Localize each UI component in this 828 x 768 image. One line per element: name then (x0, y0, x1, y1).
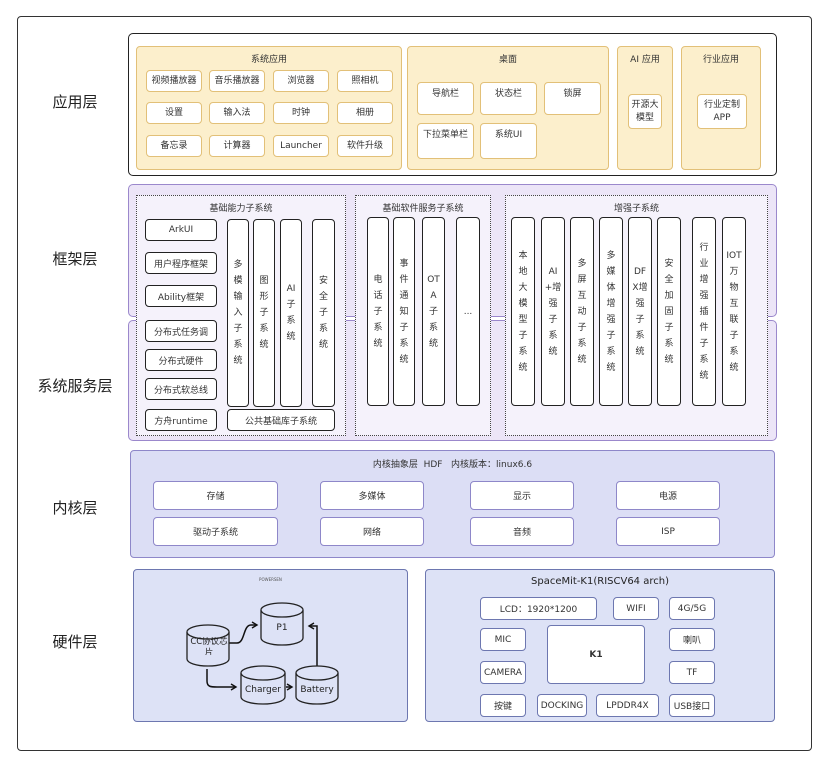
block-local-llm[interactable]: 本地大模型子系统 (511, 217, 535, 406)
app-notes[interactable]: 备忘录 (146, 135, 202, 157)
desktop-group: 桌面 导航栏 状态栏 锁屏 下拉菜单栏 系统UI (407, 46, 609, 170)
cc-node-label: CC协议芯片 (190, 637, 228, 655)
app-camera[interactable]: 照相机 (337, 70, 393, 92)
basic-capability-title: 基础能力子系统 (209, 204, 273, 214)
desktop-system-ui[interactable]: 系统UI (480, 123, 537, 159)
charger-node-label: Charger (245, 685, 281, 695)
block-ability-framework[interactable]: Ability框架 (145, 285, 217, 307)
block-graphics[interactable]: 图形子系统 (253, 219, 275, 407)
layer-label-framework: 框架层 (52, 250, 98, 268)
block-security[interactable]: 安全子系统 (312, 219, 335, 407)
desktop-navigation-bar[interactable]: 导航栏 (417, 82, 474, 115)
block-multimodal-input[interactable]: 多模输入子系统 (227, 219, 249, 407)
battery-node (295, 665, 339, 705)
hw-camera[interactable]: CAMERA (480, 661, 526, 684)
block-common-base-library[interactable]: 公共基础库子系统 (227, 409, 335, 431)
app-browser[interactable]: 浏览器 (273, 70, 329, 92)
block-ota[interactable]: OTA子系统 (422, 217, 445, 406)
block-ai-subsystem[interactable]: AI子系统 (280, 219, 302, 407)
enhanced-title: 增强子系统 (613, 204, 659, 214)
block-security-hardening[interactable]: 安全加固子系统 (657, 217, 681, 406)
layer-label-kernel: 内核层 (52, 499, 98, 517)
kernel-multimedia[interactable]: 多媒体 (320, 481, 424, 510)
industry-apps-title: 行业应用 (702, 55, 739, 65)
desktop-title: 桌面 (498, 55, 517, 65)
block-distributed-hardware[interactable]: 分布式硬件 (145, 349, 217, 371)
battery-node-label: Battery (300, 685, 334, 695)
ai-apps-title: AI 应用 (630, 55, 660, 65)
app-input-method[interactable]: 输入法 (209, 102, 265, 124)
basic-software-title: 基础软件服务子系统 (382, 204, 464, 214)
system-apps-title: 系统应用 (250, 55, 287, 65)
power-diagram (186, 602, 339, 705)
block-distributed-softbus[interactable]: 分布式软总线 (145, 378, 217, 400)
hw-k1-chip[interactable]: K1 (547, 625, 645, 684)
block-multimedia-enhanced[interactable]: 多媒体增强子系统 (599, 217, 623, 406)
cc-protocol-chip-node (186, 624, 230, 667)
kernel-title: 内核抽象层 HDF 内核版本：linux6.6 (372, 460, 533, 470)
app-settings[interactable]: 设置 (146, 102, 202, 124)
block-multiscreen[interactable]: 多屏互动子系统 (570, 217, 594, 406)
kernel-driver-subsystem[interactable]: 驱动子系统 (153, 517, 278, 546)
app-software-update[interactable]: 软件升级 (337, 135, 393, 157)
block-dfx-enhanced[interactable]: DFX增强子系统 (628, 217, 652, 406)
layer-label-app: 应用层 (52, 93, 98, 111)
block-event-notification[interactable]: 事件通知子系统 (393, 217, 415, 406)
charger-node (240, 665, 286, 705)
hw-speaker[interactable]: 喇叭 (669, 628, 715, 651)
industry-apps-group: 行业应用 行业定制APP (681, 46, 761, 170)
block-telephony[interactable]: 电话子系统 (367, 217, 389, 406)
layer-label-hardware: 硬件层 (52, 633, 98, 651)
power-title: POWERSEN (259, 577, 282, 582)
arrow-cc-to-p1 (229, 621, 259, 644)
hw-tf[interactable]: TF (669, 661, 715, 684)
hw-button[interactable]: 按键 (480, 694, 526, 717)
hw-wifi[interactable]: WIFI (613, 597, 659, 620)
app-gallery[interactable]: 相册 (337, 102, 393, 124)
block-distributed-scheduler[interactable]: 分布式任务调 (145, 320, 217, 342)
app-launcher[interactable]: Launcher (273, 135, 329, 157)
kernel-isp[interactable]: ISP (616, 517, 720, 546)
arrow-battery-to-p1 (307, 622, 318, 672)
hw-mic[interactable]: MIC (480, 628, 526, 651)
kernel-power[interactable]: 电源 (616, 481, 720, 510)
app-music-player[interactable]: 音乐播放器 (209, 70, 265, 92)
ai-apps-group: AI 应用 开源大模型 (617, 46, 673, 170)
kernel-display[interactable]: 显示 (470, 481, 574, 510)
desktop-status-bar[interactable]: 状态栏 (480, 82, 537, 115)
kernel-audio[interactable]: 音频 (470, 517, 574, 546)
app-clock[interactable]: 时钟 (273, 102, 329, 124)
p1-node (260, 602, 304, 646)
p1-node-label: P1 (276, 623, 288, 633)
hw-lcd[interactable]: LCD：1920*1200 (480, 597, 597, 620)
block-ai-plus[interactable]: AI+增强子系统 (541, 217, 565, 406)
hw-docking[interactable]: DOCKING (537, 694, 587, 717)
soc-title: SpaceMit-K1(RISCV64 arch) (531, 576, 669, 587)
app-calculator[interactable]: 计算器 (209, 135, 265, 157)
hw-usb[interactable]: USB接口 (669, 694, 715, 717)
kernel-network[interactable]: 网络 (320, 517, 424, 546)
block-more[interactable]: ... (456, 217, 480, 406)
block-ark-runtime[interactable]: 方舟runtime (145, 409, 217, 431)
block-user-program-framework[interactable]: 用户程序框架 (145, 252, 217, 274)
desktop-dropdown-menu[interactable]: 下拉菜单栏 (417, 123, 474, 159)
layer-label-service: 系统服务层 (37, 377, 113, 395)
desktop-lock-screen[interactable]: 锁屏 (544, 82, 601, 115)
kernel-storage[interactable]: 存储 (153, 481, 278, 510)
industry-app-custom[interactable]: 行业定制APP (697, 94, 747, 129)
hw-4g5g[interactable]: 4G/5G (669, 597, 715, 620)
block-industry-plugin[interactable]: 行业增强插件子系统 (692, 217, 716, 406)
block-iot[interactable]: IOT万物互联子系统 (722, 217, 746, 406)
block-arkui[interactable]: ArkUI (145, 219, 217, 241)
ai-app-open-source-llm[interactable]: 开源大模型 (628, 94, 662, 129)
system-apps-group: 系统应用 视频播放器 音乐播放器 浏览器 照相机 设置 输入法 时钟 相册 备忘… (136, 46, 402, 170)
arrow-cc-to-charger (206, 669, 238, 691)
hw-lpddr4x[interactable]: LPDDR4X (596, 694, 659, 717)
app-video-player[interactable]: 视频播放器 (146, 70, 202, 92)
